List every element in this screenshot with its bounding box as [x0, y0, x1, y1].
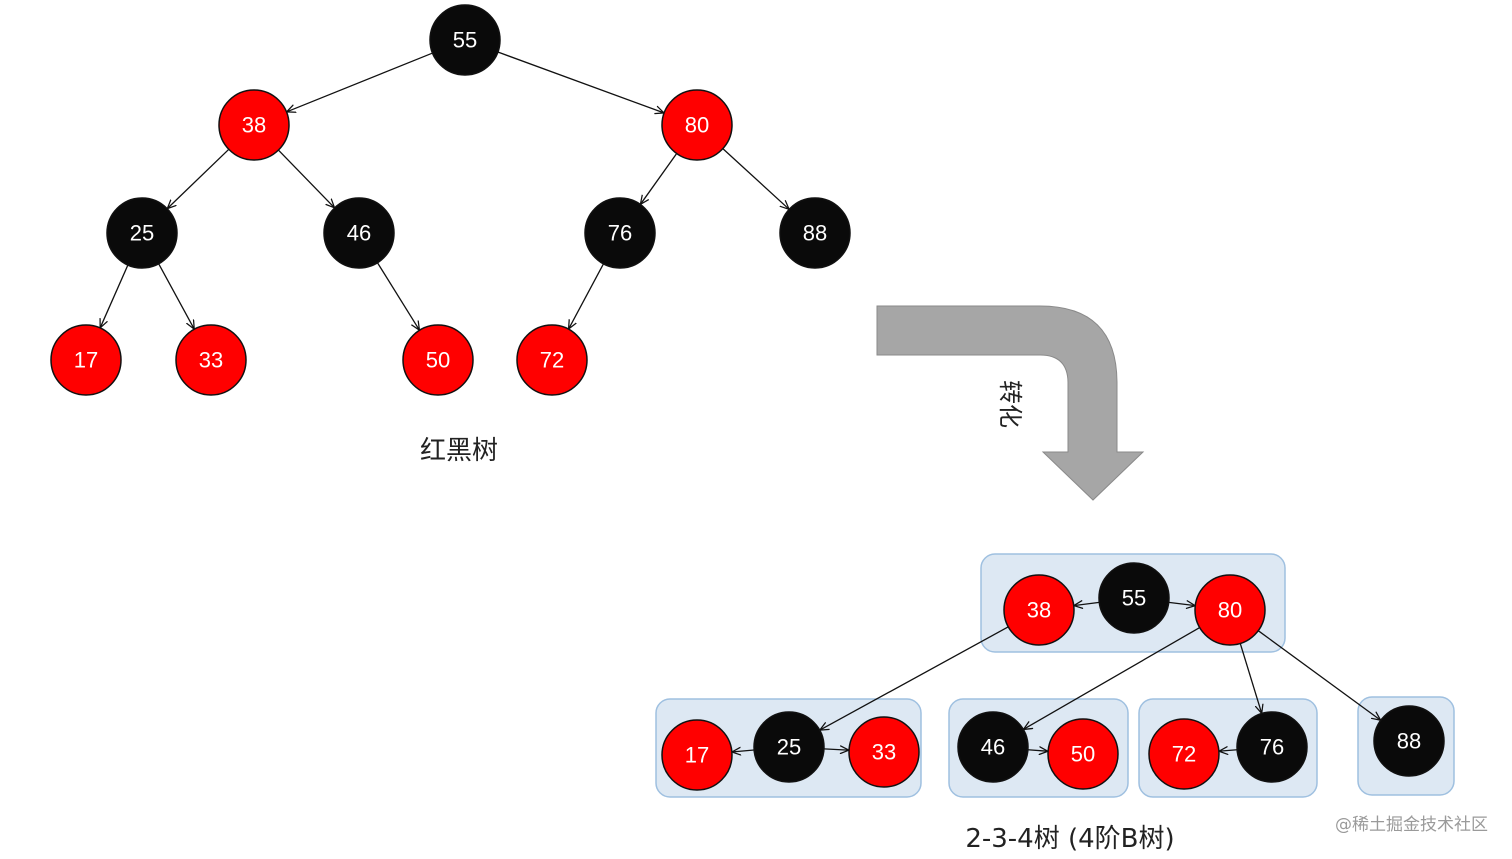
btree-node-88: 88: [1373, 705, 1445, 777]
rb-edge-38-46: [277, 149, 334, 207]
rb-node-label-55: 55: [453, 28, 477, 53]
rb-node-33: 33: [175, 324, 247, 396]
rb-edge-38-25: [168, 148, 230, 208]
btree-node-46: 46: [957, 711, 1029, 783]
btree-edge-80-88: [1257, 630, 1380, 720]
rb-node-label-80: 80: [685, 113, 709, 138]
watermark: @稀土掘金技术社区: [1335, 815, 1488, 835]
rb-node-label-46: 46: [347, 221, 371, 246]
rb-node-72: 72: [516, 324, 588, 396]
btree-node-label-88: 88: [1397, 729, 1421, 754]
btree-node-38: 38: [1003, 574, 1075, 646]
btree-node-33: 33: [848, 716, 920, 788]
btree-node-label-55: 55: [1122, 586, 1146, 611]
rb-edge-76-72: [569, 263, 605, 328]
btree-node-circle-55: [1098, 562, 1170, 634]
rb-node-circle-72: [516, 324, 588, 396]
btree-edge-38-25: [821, 626, 1009, 730]
transform-label: 转化: [996, 380, 1024, 428]
btree-edge-46-50: [1027, 750, 1047, 751]
rb-node-80: 80: [661, 89, 733, 161]
btree-node-circle-76: [1236, 711, 1308, 783]
btree-node-label-50: 50: [1071, 742, 1095, 767]
rb-node-label-72: 72: [540, 348, 564, 373]
rb-node-88: 88: [779, 197, 851, 269]
rb-node-circle-33: [175, 324, 247, 396]
rb-node-circle-55: [429, 4, 501, 76]
rb-node-76: 76: [584, 197, 656, 269]
rb-node-label-17: 17: [74, 348, 98, 373]
rb-edge-80-76: [641, 153, 678, 203]
btree-node-circle-88: [1373, 705, 1445, 777]
btree-node-label-46: 46: [981, 735, 1005, 760]
rb-node-label-33: 33: [199, 348, 223, 373]
nodes: 55 38 80 25 46 76 88 17 33 50 72 55 38 80 17 25 33 46 50 72…: [50, 4, 1445, 791]
btree-node-circle-46: [957, 711, 1029, 783]
btree-node-76: 76: [1236, 711, 1308, 783]
rb-node-circle-25: [106, 197, 178, 269]
btree-node-circle-25: [753, 711, 825, 783]
btree-node-circle-50: [1047, 718, 1119, 790]
rb-node-label-76: 76: [608, 221, 632, 246]
btree-caption: 2-3-4树 (4阶B树): [965, 824, 1174, 854]
rb-node-label-88: 88: [803, 221, 827, 246]
btree-node-25: 25: [753, 711, 825, 783]
rb-tree-caption: 红黑树: [420, 436, 498, 466]
rb-node-55: 55: [429, 4, 501, 76]
rb-node-circle-17: [50, 324, 122, 396]
rb-node-17: 17: [50, 324, 122, 396]
rb-node-circle-88: [779, 197, 851, 269]
btree-node-circle-72: [1148, 718, 1220, 790]
btree-node-circle-38: [1003, 574, 1075, 646]
btree-node-label-33: 33: [872, 740, 896, 765]
btree-node-label-25: 25: [777, 735, 801, 760]
btree-node-50: 50: [1047, 718, 1119, 790]
btree-node-circle-33: [848, 716, 920, 788]
btree-edge-25-17: [733, 750, 755, 752]
rb-node-label-50: 50: [426, 348, 450, 373]
rb-node-circle-46: [323, 197, 395, 269]
rb-edge-55-38: [287, 52, 433, 111]
edges: [101, 51, 1380, 752]
rb-edge-25-33: [158, 263, 194, 329]
btree-node-label-17: 17: [685, 743, 709, 768]
rb-node-label-25: 25: [130, 221, 154, 246]
rb-edge-55-80: [497, 51, 663, 113]
btree-node-55: 55: [1098, 562, 1170, 634]
btree-node-label-76: 76: [1260, 735, 1284, 760]
btree-node-17: 17: [661, 719, 733, 791]
rb-node-38: 38: [218, 89, 290, 161]
btree-node-72: 72: [1148, 718, 1220, 790]
btree-node-label-80: 80: [1218, 598, 1242, 623]
btree-node-circle-80: [1194, 574, 1266, 646]
rb-node-label-38: 38: [242, 113, 266, 138]
rb-node-circle-50: [402, 324, 474, 396]
rb-node-25: 25: [106, 197, 178, 269]
rb-edge-46-50: [376, 262, 418, 330]
rb-node-50: 50: [402, 324, 474, 396]
btree-edge-80-46: [1024, 626, 1201, 729]
btree-node-label-72: 72: [1172, 742, 1196, 767]
btree-edge-55-38: [1075, 602, 1100, 605]
btree-edge-76-72: [1220, 750, 1238, 751]
btree-edge-25-33: [823, 749, 848, 750]
rb-node-circle-80: [661, 89, 733, 161]
rb-node-circle-76: [584, 197, 656, 269]
rb-edge-80-88: [722, 148, 789, 209]
rb-edge-25-17: [101, 264, 129, 327]
btree-edge-80-76: [1239, 643, 1261, 712]
btree-node-80: 80: [1194, 574, 1266, 646]
rb-node-circle-38: [218, 89, 290, 161]
rb-node-46: 46: [323, 197, 395, 269]
btree-edge-55-80: [1168, 602, 1195, 605]
btree-node-circle-17: [661, 719, 733, 791]
btree-node-label-38: 38: [1027, 598, 1051, 623]
transform-arrow-shape: [876, 305, 1145, 501]
